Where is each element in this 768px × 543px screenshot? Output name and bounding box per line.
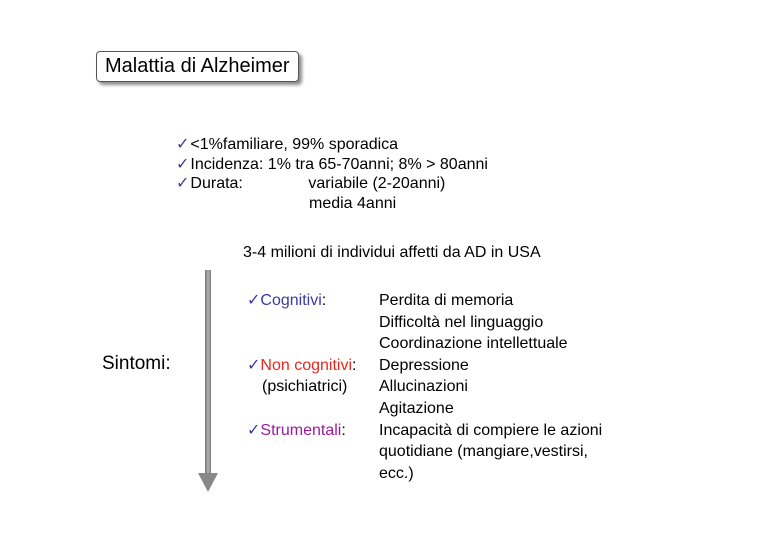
facts-list: ✓<1%familiare, 99% sporadica ✓Incidenza:… (176, 135, 488, 213)
symptom-row: Coordinazione intellettuale (247, 333, 568, 355)
fact-value: variabile (2-20anni) (308, 175, 446, 192)
symptoms-label: Sintomi: (102, 353, 171, 374)
symptom-row: ✓Non cognitivi: Depressione (247, 355, 469, 377)
symptom-row: Difficoltà nel linguaggio (247, 312, 543, 334)
category-instrumental: Strumentali (260, 421, 342, 439)
check-icon: ✓ (176, 136, 190, 153)
symptom-value: Incapacità di compiere le azioni (379, 421, 603, 439)
symptom-value: quotidiane (mangiare,vestirsi, (379, 443, 588, 461)
fact-item: ✓Incidenza: 1% tra 65-70anni; 8% > 80ann… (176, 155, 488, 175)
symptoms-list: ✓Cognitivi: Perdita di memoria Difficolt… (247, 290, 602, 485)
fact-item: ✓Durata: variabile (2-20anni) (176, 174, 488, 194)
category-sub-label: (psichiatrici) (262, 378, 348, 396)
symptom-row: (psichiatrici) Allucinazioni (247, 376, 468, 398)
symptom-row: ✓Strumentali: Incapacità di compiere le … (247, 420, 602, 442)
symptom-value: Allucinazioni (379, 378, 468, 396)
slide-title-text: Malattia di Alzheimer (105, 55, 290, 77)
check-icon: ✓ (247, 356, 261, 374)
check-icon: ✓ (247, 292, 261, 309)
fact-item: ✓<1%familiare, 99% sporadica (176, 135, 488, 155)
symptom-row: Agitazione (247, 398, 454, 420)
category-cognitive: Cognitivi (260, 292, 322, 309)
symptom-row: quotidiane (mangiare,vestirsi, (247, 441, 588, 463)
symptom-value: ecc.) (379, 464, 414, 482)
slide-title: Malattia di Alzheimer (96, 51, 299, 82)
symptom-value: Perdita di memoria (379, 292, 514, 309)
fact-text: <1%familiare, 99% sporadica (190, 136, 399, 153)
category-non-cognitive: Non cognitivi (260, 356, 353, 374)
fact-item: media 4anni (176, 194, 488, 214)
symptom-value: Agitazione (379, 399, 454, 417)
symptom-value: Depressione (379, 356, 469, 374)
statistic-text: 3-4 milioni di individui affetti da AD i… (243, 244, 541, 261)
symptom-value: Coordinazione intellettuale (379, 335, 568, 353)
symptom-value: Difficoltà nel linguaggio (379, 313, 544, 331)
down-arrow-icon (198, 270, 218, 492)
check-icon: ✓ (176, 155, 190, 173)
fact-text: Incidenza: 1% tra 65-70anni; 8% > 80anni (190, 155, 488, 173)
symptom-row: ecc.) (247, 463, 414, 485)
check-icon: ✓ (176, 175, 190, 192)
fact-value: media 4anni (309, 194, 397, 212)
symptom-row: ✓Cognitivi: Perdita di memoria (247, 290, 513, 312)
fact-label: Durata: (190, 175, 243, 192)
check-icon: ✓ (247, 421, 261, 439)
